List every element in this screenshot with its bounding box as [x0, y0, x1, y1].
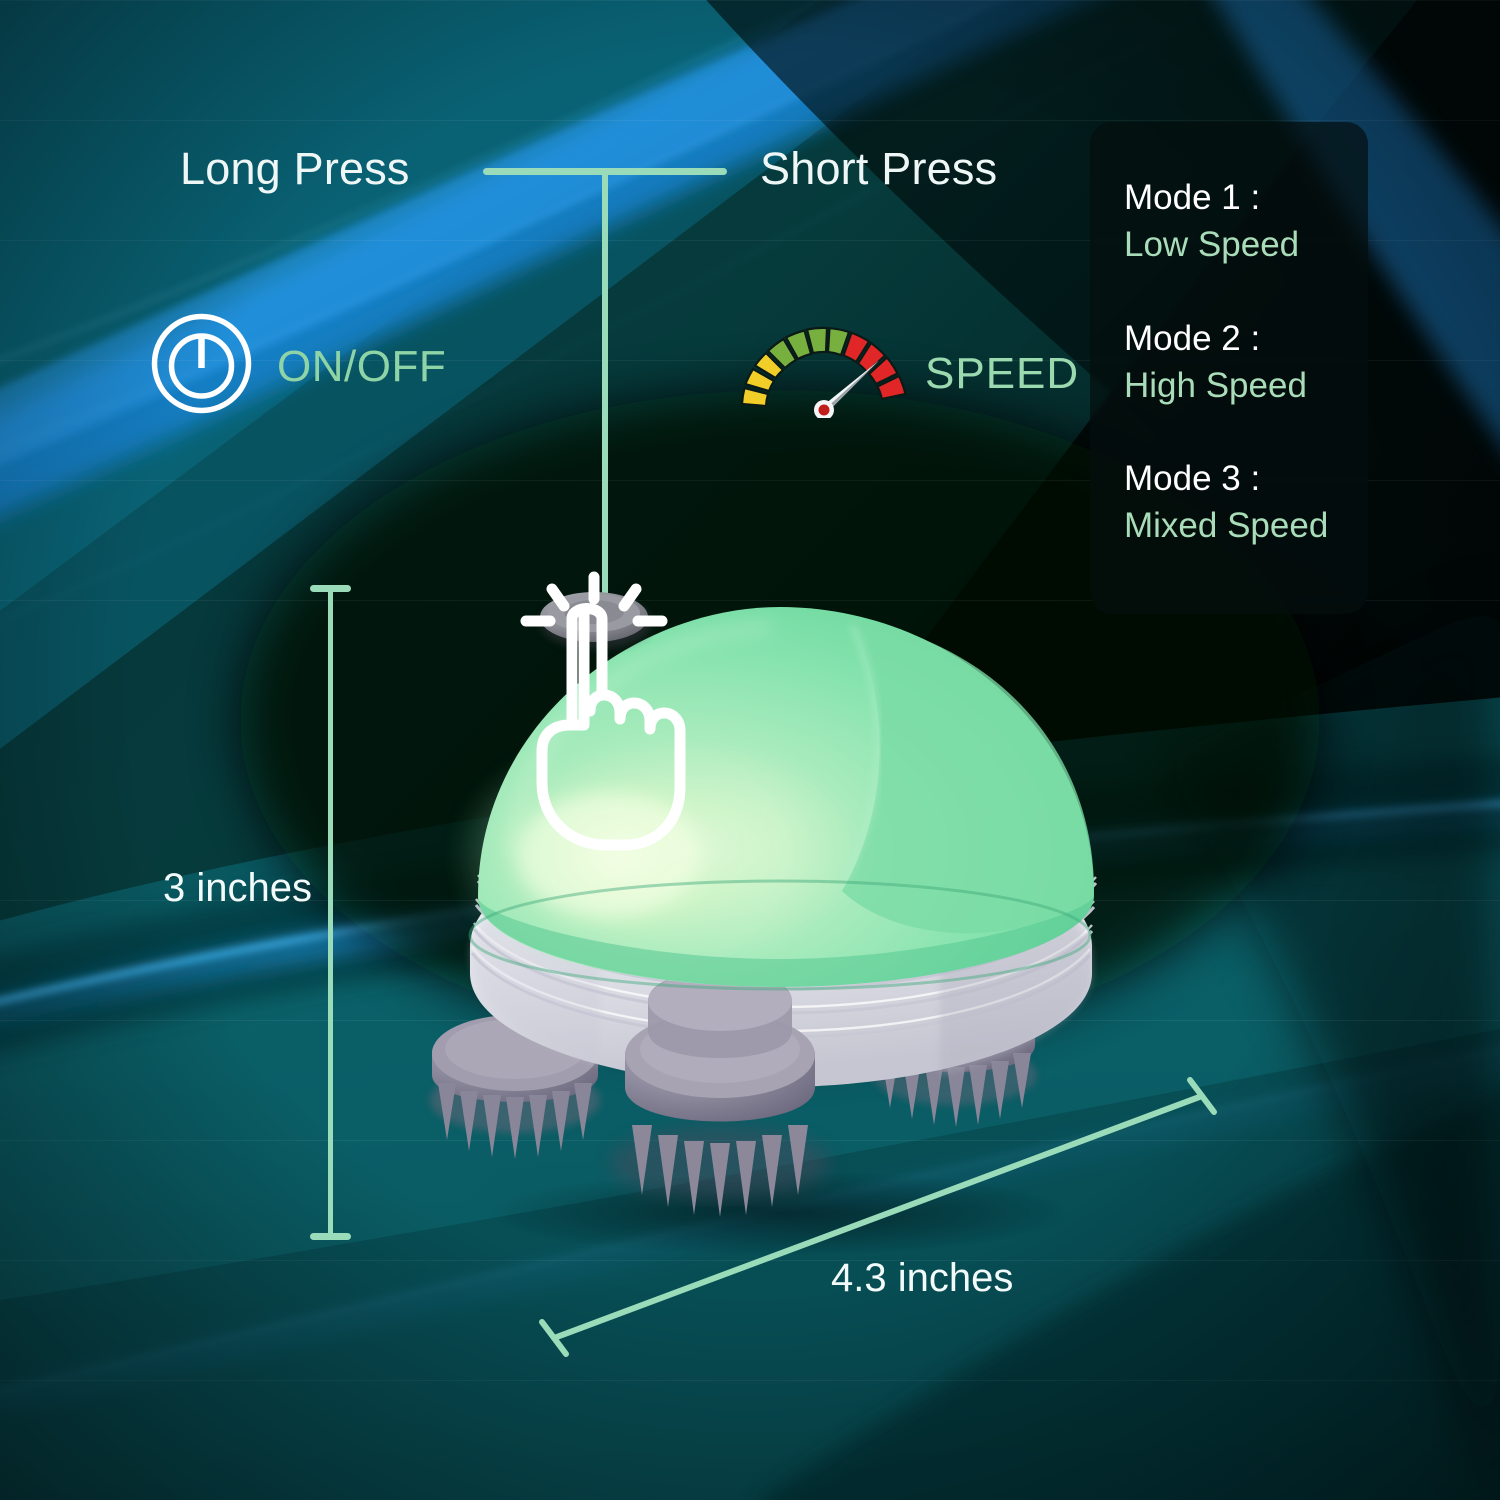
press-lines-icon [520, 571, 668, 627]
short-press-label: Short Press [760, 143, 998, 194]
massage-node-left [430, 1015, 600, 1159]
electric-scalp-massager [380, 555, 1180, 1255]
connector-vertical-line [602, 168, 608, 618]
modes-card: Mode 1 : Low Speed Mode 2 : High Speed M… [1090, 122, 1368, 614]
hand-index-finger [566, 603, 608, 727]
height-dimension-line [328, 585, 333, 1240]
power-icon [150, 312, 253, 415]
height-dimension-cap-top [310, 585, 351, 592]
mode-2-subtitle: High Speed [1124, 365, 1307, 405]
mode-3-subtitle: Mixed Speed [1124, 506, 1329, 546]
width-dimension-label: 4.3 inches [831, 1256, 1014, 1300]
speed-label: SPEED [925, 349, 1080, 398]
width-dimension-line [520, 1060, 1240, 1370]
mode-item-2: Mode 2 : High Speed [1124, 315, 1368, 410]
mode-item-3: Mode 3 : Mixed Speed [1124, 455, 1368, 550]
mode-item-1: Mode 1 : Low Speed [1124, 174, 1368, 269]
mode-3-title: Mode 3 : [1124, 459, 1261, 498]
massage-node-front [610, 971, 830, 1217]
mode-2-title: Mode 2 : [1124, 318, 1261, 358]
speedometer-icon [733, 318, 915, 420]
onoff-label: ON/OFF [277, 342, 447, 391]
height-dimension-cap-bottom [310, 1233, 351, 1240]
mode-1-subtitle: Low Speed [1124, 225, 1300, 265]
long-press-label: Long Press [180, 143, 410, 194]
height-dimension-label: 3 inches [163, 866, 312, 910]
mode-1-title: Mode 1 : [1124, 178, 1261, 217]
hand-tap-icon [536, 609, 686, 851]
